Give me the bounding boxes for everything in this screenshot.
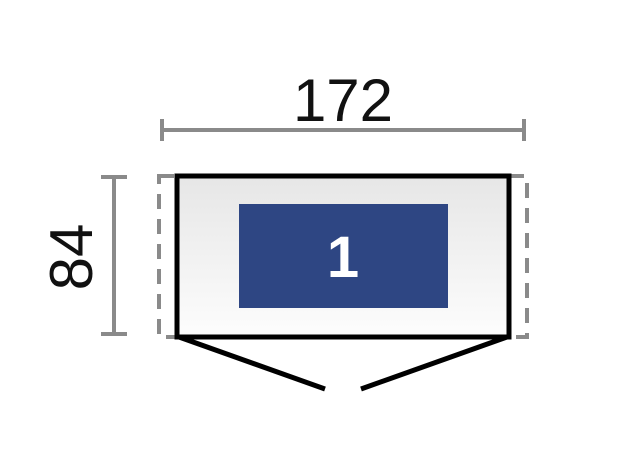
width-label: 172 [293, 67, 393, 134]
depth-label: 84 [38, 224, 105, 291]
door-swing-right [360, 334, 508, 392]
panel-1: 1 [239, 204, 448, 308]
panel-1-number: 1 [327, 225, 359, 290]
depth-dimension: 84 [38, 175, 127, 336]
width-dimension: 172 [160, 67, 526, 141]
door-swing [178, 334, 508, 392]
panel-1-fill [239, 204, 448, 308]
door-swing-left [178, 334, 326, 392]
